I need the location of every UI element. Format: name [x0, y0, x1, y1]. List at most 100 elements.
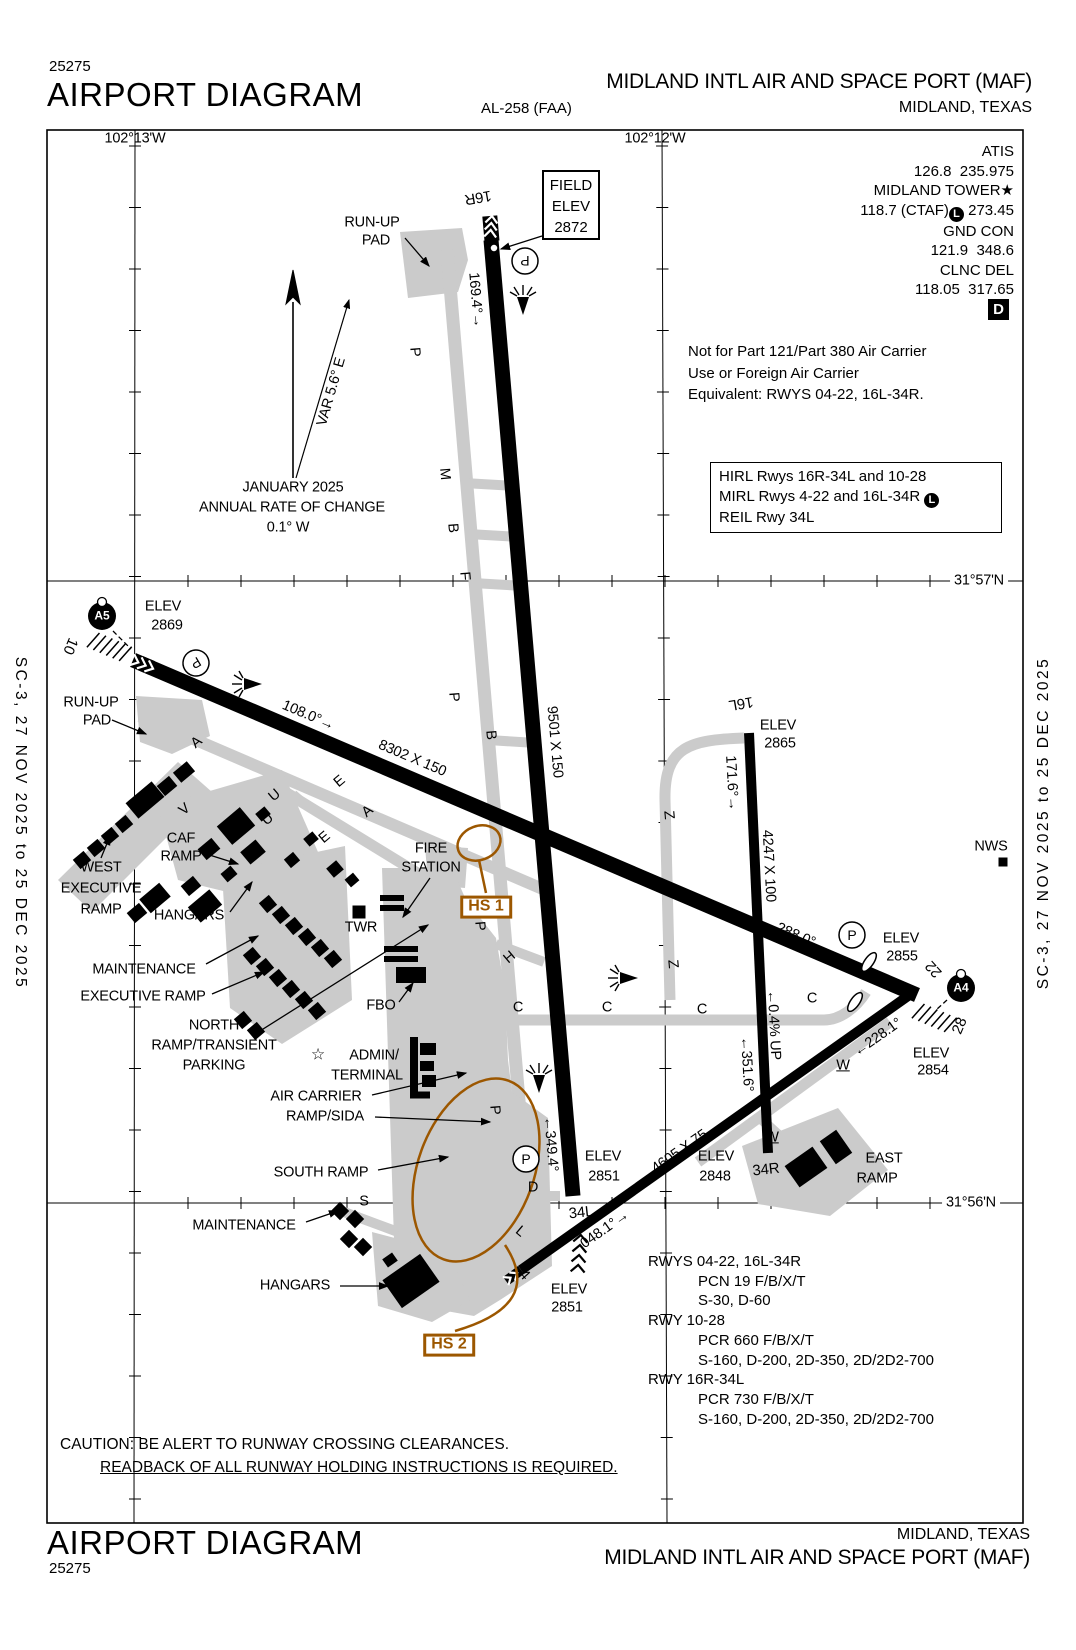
- building: [242, 946, 262, 966]
- runway-data-line: RWY 16R-34L: [648, 1371, 745, 1389]
- building: [220, 865, 238, 883]
- building: [255, 806, 271, 822]
- building: [384, 956, 418, 962]
- beacon-icons: [232, 285, 638, 1093]
- clearance-title: CLNC DEL: [939, 261, 1014, 279]
- building: [410, 1091, 430, 1099]
- circled-p-icon: P: [511, 247, 539, 275]
- threshold-comb-28: [911, 1003, 958, 1033]
- chevrons-16r: [483, 214, 499, 239]
- building: [345, 1209, 365, 1229]
- runway-data-line: RWY 10-28: [648, 1312, 725, 1330]
- clearance-freq: 118.05 317.65: [915, 281, 1014, 298]
- leader-arrow: [100, 834, 111, 859]
- margin-date-right: SC-3, 27 NOV 2025 to 25 DEC 2025: [1034, 656, 1052, 990]
- building: [344, 872, 360, 888]
- beacon-icon: [608, 964, 638, 992]
- chart-border: [46, 129, 1024, 1524]
- building: [384, 946, 418, 952]
- building: [180, 875, 202, 897]
- runway-data-line: S-160, D-200, 2D-350, 2D/2D2-700: [698, 1410, 934, 1428]
- l-icon: L: [924, 493, 940, 508]
- caution-line-2: READBACK OF ALL RUNWAY HOLDING INSTRUCTI…: [100, 1459, 618, 1476]
- building: [420, 1061, 434, 1071]
- building: [281, 979, 301, 999]
- ground-title: GND CON: [943, 222, 1014, 240]
- runway-4-blastpad: [503, 1265, 524, 1286]
- field-elev-box: FIELD ELEV 2872: [542, 170, 600, 240]
- runway-data-line: S-160, D-200, 2D-350, 2D/2D2-700: [698, 1351, 934, 1369]
- atis-title: ATIS: [981, 143, 1014, 160]
- runway-data-line: S-30, D-60: [698, 1292, 771, 1310]
- buildings: [72, 761, 1008, 1309]
- building: [197, 837, 221, 861]
- building: [339, 1229, 359, 1249]
- runway-data-line: PCR 660 F/B/X/T: [698, 1331, 814, 1349]
- building: [380, 905, 404, 911]
- runway-10-28: [137, 656, 920, 1002]
- circled-p-icons: P P P P: [182, 247, 866, 1173]
- margin-date-left: SC-3, 27 NOV 2025 to 25 DEC 2025: [12, 656, 30, 990]
- air-carrier-note: Not for Part 121/Part 380 Air Carrier Us…: [688, 343, 927, 403]
- leader-arrow: [402, 877, 431, 919]
- leader-arrow: [305, 1210, 340, 1223]
- d-atis-badge: D: [988, 299, 1009, 320]
- leader-arrow: [229, 880, 253, 913]
- building: [303, 831, 319, 847]
- airport-city-top: MIDLAND, TEXAS: [898, 99, 1032, 116]
- building: [307, 1001, 327, 1021]
- building: [998, 857, 1008, 867]
- building: [353, 1237, 373, 1257]
- tower-freq: 118.7 (CTAF)L 273.45: [860, 201, 1014, 222]
- lighting-box: HIRL Rwys 16R-34L and 10-28 MIRL Rwys 4-…: [710, 462, 1002, 533]
- building: [126, 902, 148, 924]
- taxiways: [58, 228, 894, 1322]
- leader-arrow: [111, 719, 148, 735]
- lighting-hirl: HIRL Rwys 16R-34L and 10-28: [719, 468, 927, 485]
- leader-arrow: [377, 1154, 450, 1171]
- building: [187, 889, 223, 923]
- building: [294, 990, 314, 1010]
- building: [382, 1253, 440, 1309]
- building: [246, 1021, 266, 1041]
- airport-name-top: MIDLAND INTL AIR AND SPACE PORT (MAF): [606, 70, 1032, 93]
- north-arrow: [285, 269, 351, 479]
- building: [297, 927, 317, 947]
- building: [382, 1252, 398, 1268]
- building: [258, 894, 278, 914]
- building: [86, 838, 106, 858]
- svg-text:P: P: [520, 253, 529, 269]
- building: [114, 814, 134, 834]
- svg-text:P: P: [521, 1151, 530, 1167]
- building: [156, 775, 178, 797]
- tower-title: MIDLAND TOWER★: [873, 182, 1014, 199]
- comm-frequencies: ATIS 126.8 235.975 MIDLAND TOWER★ 118.7 …: [860, 142, 1014, 300]
- building: [271, 905, 291, 925]
- circled-p-icon: P: [182, 649, 210, 677]
- runway-data-line: PCN 19 F/B/X/T: [698, 1272, 806, 1290]
- building: [233, 1010, 253, 1030]
- svg-text:P: P: [847, 927, 856, 943]
- airport-name-bottom: MIDLAND INTL AIR AND SPACE PORT (MAF): [604, 1546, 1030, 1569]
- building: [268, 968, 288, 988]
- building: [216, 807, 256, 845]
- variation-arrow: [295, 298, 351, 479]
- building: [784, 1146, 828, 1188]
- circled-p-icon: P: [512, 1145, 540, 1173]
- beacon-icon: [509, 285, 537, 315]
- building: [323, 949, 343, 969]
- building: [283, 851, 301, 869]
- ground-freq: 121.9 348.6: [930, 242, 1014, 259]
- flag-a4-icon: [947, 968, 975, 1002]
- building: [172, 761, 196, 783]
- building: [420, 1043, 436, 1055]
- leader-arrows: [100, 235, 543, 1290]
- building: [396, 967, 426, 983]
- chart-al-number: AL-258 (FAA): [481, 100, 572, 117]
- chevrons-10: [129, 653, 155, 673]
- chart-title-bottom: AIRPORT DIAGRAM: [47, 1524, 364, 1561]
- building: [310, 938, 330, 958]
- leader-arrow: [374, 1116, 492, 1126]
